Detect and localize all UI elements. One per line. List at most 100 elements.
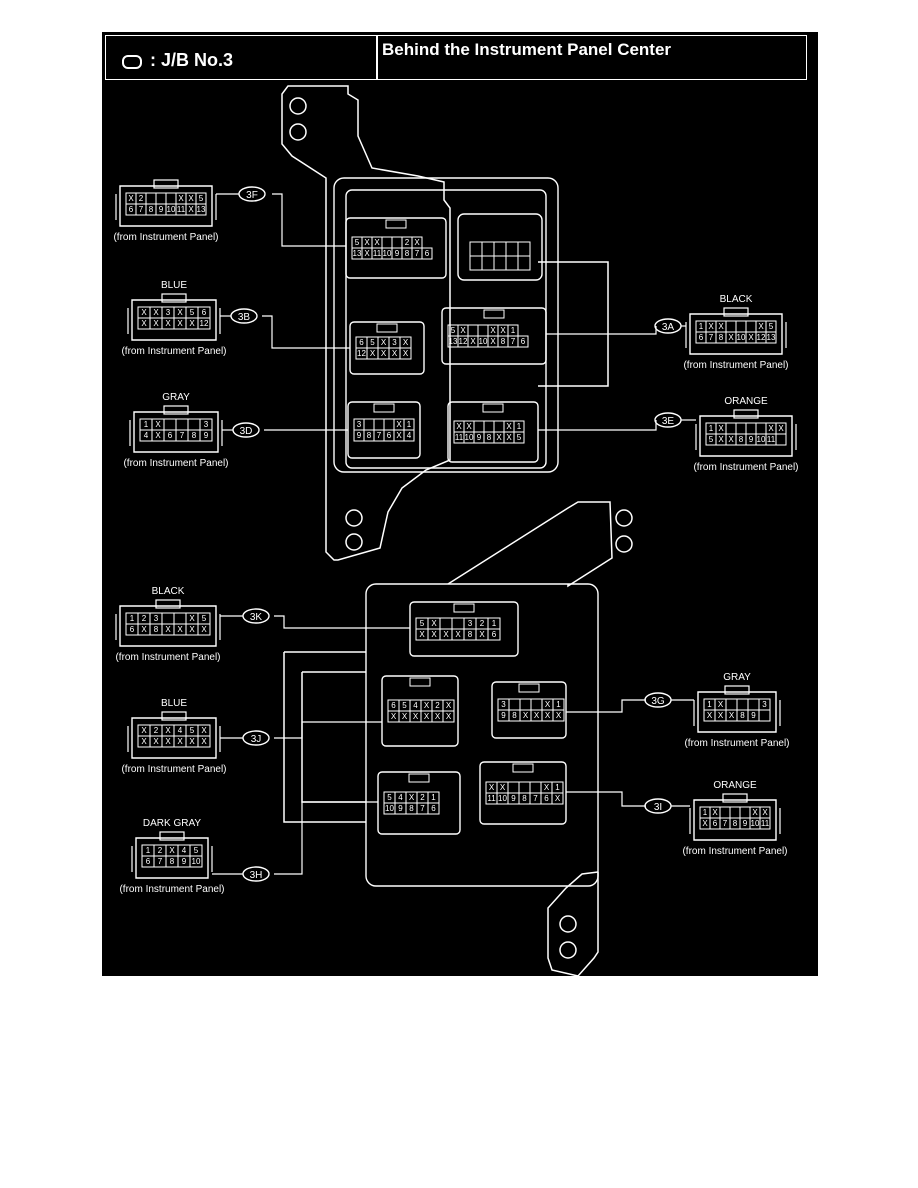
- leader-line: [274, 721, 382, 739]
- pin-cell: [736, 698, 749, 711]
- pin-cell: [439, 617, 453, 630]
- pin-label: 11: [177, 205, 186, 214]
- pin-cell: [175, 418, 189, 431]
- pin-label: X: [374, 238, 380, 247]
- pin-cell: [517, 335, 529, 348]
- pin-label: 7: [415, 249, 420, 258]
- socket-latch: [482, 403, 504, 413]
- pin-label: 8: [733, 819, 738, 828]
- pin-cell: [161, 612, 175, 625]
- pin-label: 5: [387, 793, 392, 802]
- pin-label: X: [128, 194, 134, 203]
- pin-label: 9: [398, 804, 403, 813]
- pin-label: X: [364, 249, 370, 258]
- socket-latch: [409, 677, 431, 687]
- pin-label: 6: [146, 857, 151, 866]
- pin-label: X: [490, 326, 496, 335]
- pin-label: 13: [449, 337, 458, 346]
- pin-label: 9: [477, 433, 482, 442]
- pin-label: X: [500, 326, 506, 335]
- socket-frame: [381, 675, 459, 747]
- pin-label: 7: [158, 857, 163, 866]
- pin-label: 9: [511, 794, 516, 803]
- pin-label: 2: [405, 238, 410, 247]
- pin-label: 9: [743, 819, 748, 828]
- pin-label: X: [201, 737, 207, 746]
- connector-code: 3F: [246, 190, 258, 201]
- pin-cell: [725, 320, 737, 333]
- pin-label: 12: [757, 333, 766, 342]
- pin-label: 6: [492, 630, 497, 639]
- connector-code: 3H: [250, 870, 263, 881]
- pin-label: X: [556, 711, 562, 720]
- pin-label: 5: [199, 194, 204, 203]
- pin-label: 5: [190, 726, 195, 735]
- pin-label: 5: [194, 846, 199, 855]
- pin-label: 5: [709, 435, 714, 444]
- connector-color: ORANGE: [724, 396, 768, 407]
- location-title: Behind the Instrument Panel Center: [382, 40, 672, 59]
- pin-cell: [518, 781, 531, 794]
- pin-label: 5: [202, 614, 207, 623]
- upper-bracket: [281, 85, 451, 561]
- pin-label: X: [718, 424, 724, 433]
- pin-label: X: [177, 308, 183, 317]
- pin-cell: [507, 781, 520, 794]
- pin-label: X: [153, 319, 159, 328]
- connector-note: (from Instrument Panel): [684, 738, 789, 749]
- pin-label: X: [479, 630, 485, 639]
- pin-label: 5: [451, 326, 456, 335]
- socket-latch: [453, 603, 475, 613]
- mounting-hole: [559, 941, 577, 959]
- connector-code: 3K: [250, 612, 263, 623]
- pin-label: 1: [431, 793, 436, 802]
- pin-label: 10: [383, 249, 392, 258]
- pin-cell: [725, 698, 738, 711]
- pin-label: X: [141, 319, 147, 328]
- pin-label: X: [778, 424, 784, 433]
- pin-label: X: [201, 726, 207, 735]
- pin-cell: [758, 709, 771, 722]
- connector-color: BLACK: [152, 586, 185, 597]
- pin-cell: [719, 806, 731, 819]
- pin-label: 7: [511, 337, 516, 346]
- pin-label: 2: [480, 619, 485, 628]
- pin-cell: [195, 203, 207, 216]
- pin-label: X: [718, 700, 724, 709]
- connector-note: (from Instrument Panel): [123, 458, 228, 469]
- pin-cell: [421, 247, 433, 260]
- pin-label: 8: [468, 630, 473, 639]
- pin-label: 5: [370, 338, 375, 347]
- empty-socket-cell: [517, 255, 531, 271]
- pin-label: X: [178, 194, 184, 203]
- pin-label: X: [141, 726, 147, 735]
- pin-label: 10: [167, 205, 176, 214]
- pin-label: X: [446, 701, 452, 710]
- connector-code: 3A: [662, 322, 675, 333]
- pin-cell: [747, 698, 760, 711]
- pin-label: 10: [751, 819, 760, 828]
- pin-label: 3: [166, 308, 171, 317]
- pin-cell: [551, 792, 564, 805]
- pin-label: X: [392, 349, 398, 358]
- mounting-hole: [345, 533, 363, 551]
- socket-latch: [373, 403, 395, 413]
- pin-label: X: [544, 783, 550, 792]
- pin-cell: [739, 806, 751, 819]
- pin-cell: [519, 698, 532, 711]
- pin-label: 6: [699, 333, 704, 342]
- empty-socket-cell: [469, 241, 483, 257]
- pin-label: X: [414, 238, 420, 247]
- connector-color: BLUE: [161, 280, 187, 291]
- pin-label: 13: [197, 205, 206, 214]
- leader-line: [274, 615, 410, 629]
- pin-label: X: [718, 322, 724, 331]
- pin-label: 10: [737, 333, 746, 342]
- pin-label: 8: [740, 711, 745, 720]
